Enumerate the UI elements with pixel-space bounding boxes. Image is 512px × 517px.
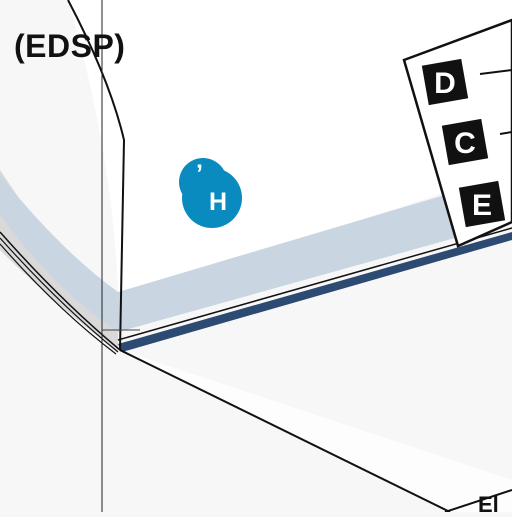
arc-line-3 [0, 243, 117, 355]
legend-leader-d [479, 69, 512, 75]
panel-outline [67, 0, 126, 351]
marker-prefix: ’ [196, 160, 203, 188]
legend-leader-c [499, 131, 512, 135]
arc-line-1 [0, 231, 121, 351]
legend-label-d: D [434, 67, 456, 100]
band-edge-line [117, 227, 512, 341]
blue-band [0, 175, 512, 332]
legend-square-c [441, 118, 489, 166]
lower-diagonal-line-top [119, 349, 451, 513]
upper-panel [68, 0, 512, 300]
legend-label-e: E [472, 189, 492, 222]
legend-square-e [458, 180, 506, 228]
corner-label: El [478, 492, 499, 512]
lower-panel [120, 350, 512, 512]
legend-square-d [421, 58, 469, 106]
corner-line [444, 489, 512, 513]
arc-line-2 [0, 237, 119, 353]
map-title: (EDSP) [14, 28, 126, 64]
band-edge [118, 232, 512, 352]
legend-item-c[interactable]: C [441, 118, 512, 166]
map-marker-h[interactable]: ’ H [196, 160, 227, 216]
marker-label: H [209, 188, 227, 216]
legend-label-c: C [454, 127, 476, 160]
marker-head [179, 158, 227, 206]
legend-item-e[interactable]: E [458, 180, 506, 228]
legend-item-d[interactable]: D [421, 58, 512, 106]
